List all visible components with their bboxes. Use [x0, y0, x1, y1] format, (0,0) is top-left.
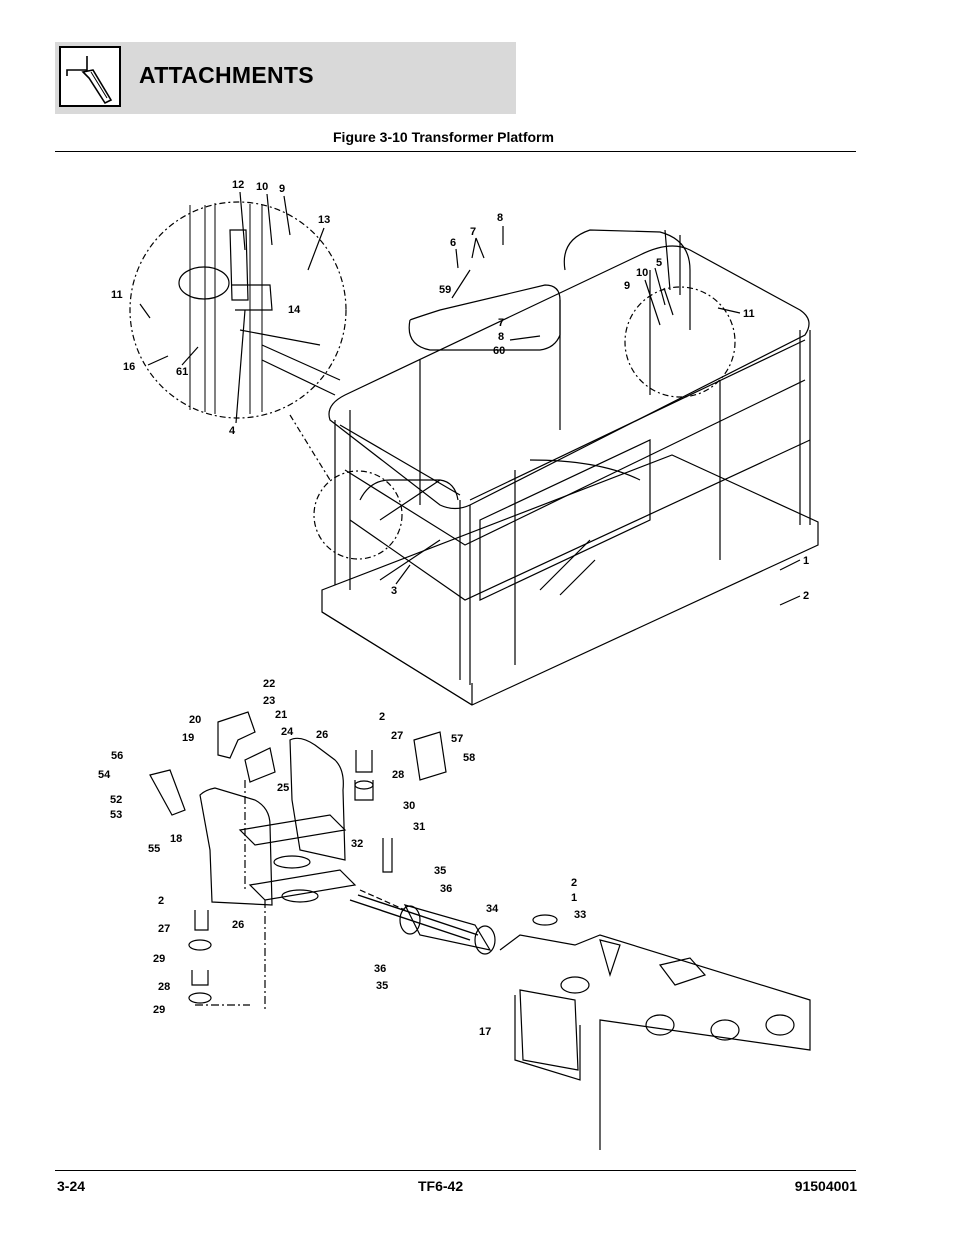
callout-18: 18: [170, 833, 182, 845]
callout-12: 12: [232, 179, 244, 191]
callout-10-right: 10: [636, 267, 648, 279]
callout-31: 31: [413, 821, 425, 833]
callout-27: 27: [391, 730, 403, 742]
callout-57: 57: [451, 733, 463, 745]
callout-30: 30: [403, 800, 415, 812]
callout-55: 55: [148, 843, 160, 855]
callout-59: 59: [439, 284, 451, 296]
callout-7-top: 7: [470, 226, 476, 238]
callout-29: 29: [153, 953, 165, 965]
section-title: ATTACHMENTS: [139, 62, 314, 88]
callout-54: 54: [98, 769, 111, 781]
callout-27-left: 27: [158, 923, 170, 935]
callout-36-lower: 36: [374, 963, 386, 975]
callout-11: 11: [111, 289, 123, 301]
callout-28: 28: [392, 769, 404, 781]
callout-53: 53: [110, 809, 122, 821]
callout-1: 1: [803, 555, 809, 567]
callout-52: 52: [110, 794, 122, 806]
callout-8-top: 8: [497, 212, 503, 224]
callout-11-right: 11: [743, 308, 755, 320]
callout-23: 23: [263, 695, 275, 707]
callout-32: 32: [351, 838, 363, 850]
callout-29-lower: 29: [153, 1004, 165, 1016]
callout-26-left: 26: [232, 919, 244, 931]
callout-61: 61: [176, 366, 188, 378]
callout-36: 36: [440, 883, 452, 895]
callout-2: 2: [803, 590, 809, 602]
model-name: TF6-42: [418, 1178, 464, 1194]
callout-21: 21: [275, 709, 287, 721]
callout-33: 33: [574, 909, 586, 921]
callout-56: 56: [111, 750, 123, 762]
page-number: 3-24: [57, 1178, 86, 1194]
callout-34: 34: [486, 903, 499, 915]
callout-2-mid: 2: [379, 711, 385, 723]
callout-35-lower: 35: [376, 980, 388, 992]
callout-17: 17: [479, 1026, 491, 1038]
rotator-plate-right: [289, 737, 346, 861]
callout-19: 19: [182, 732, 194, 744]
rotator-plate-left: [199, 787, 273, 906]
cylinder-body: [403, 904, 492, 951]
callout-6: 6: [450, 237, 456, 249]
callout-2-left: 2: [158, 895, 164, 907]
callout-13: 13: [318, 214, 330, 226]
callout-2-right: 2: [571, 877, 577, 889]
callout-58: 58: [463, 752, 475, 764]
top-divider: [55, 151, 856, 152]
bottom-divider: [55, 1170, 856, 1171]
detail-circle-upper: [129, 201, 347, 419]
callout-9: 9: [279, 183, 285, 195]
boom-arm-icon: [59, 46, 121, 107]
callout-35: 35: [434, 865, 446, 877]
callout-26: 26: [316, 729, 328, 741]
callout-24: 24: [281, 726, 294, 738]
callout-20: 20: [189, 714, 201, 726]
figure-title: Figure 3-10 Transformer Platform: [333, 129, 554, 145]
boom-tip: [499, 934, 811, 1150]
callout-25: 25: [277, 782, 289, 794]
top-rail: [328, 245, 810, 510]
callout-60: 60: [493, 345, 505, 357]
callout-5: 5: [656, 257, 662, 269]
header-band: [55, 42, 516, 114]
callout-10: 10: [256, 181, 268, 193]
callout-7: 7: [498, 317, 504, 329]
callout-16: 16: [123, 361, 135, 373]
callout-3: 3: [391, 585, 397, 597]
document-number: 91504001: [794, 1178, 857, 1194]
callout-14: 14: [288, 304, 301, 316]
callout-1-right: 1: [571, 892, 577, 904]
callout-22: 22: [263, 678, 275, 690]
callout-8: 8: [498, 331, 504, 343]
callout-28-left: 28: [158, 981, 170, 993]
callout-4: 4: [229, 425, 236, 437]
callout-9-right: 9: [624, 280, 630, 292]
